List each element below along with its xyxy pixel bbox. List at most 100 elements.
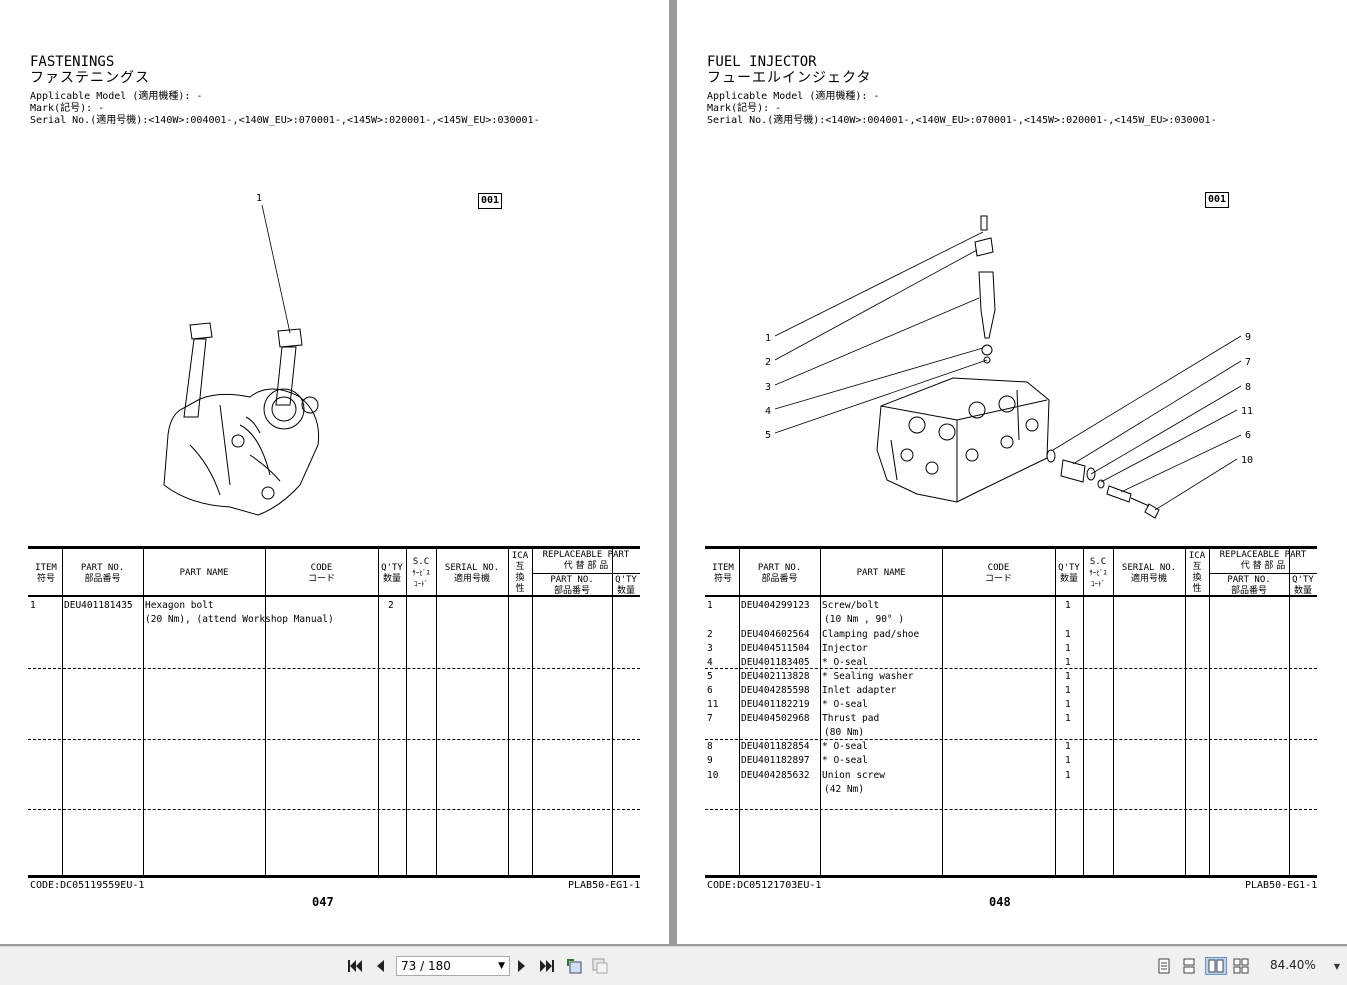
row-item: 6: [707, 685, 713, 696]
th-replaceable: REPLACEABLE PART: [542, 550, 630, 560]
row-qty: 2: [388, 600, 394, 611]
th-partno: PART NO.: [80, 563, 125, 573]
page-number-input[interactable]: 73 / 180 ▼: [396, 956, 510, 976]
single-page-view-icon[interactable]: [1155, 957, 1173, 975]
first-page-icon[interactable]: [346, 957, 364, 975]
plab-code: PLAB50-EG1-1: [1245, 880, 1318, 891]
th-code-jp: コード: [307, 574, 335, 584]
fastenings-drawing: 1: [163, 193, 320, 516]
row-part-name: * Sealing washer: [822, 671, 914, 682]
mark: Mark(記号): -: [707, 103, 782, 114]
th-qty-jp: 数量: [1059, 574, 1078, 584]
chevron-down-icon[interactable]: ▼: [498, 961, 505, 971]
page-indicator: 73 / 180: [401, 959, 451, 973]
row-part-no[interactable]: DEU404299123: [741, 600, 810, 611]
row-part-no[interactable]: DEU402113828: [741, 671, 810, 682]
row-part-name: Inlet adapter: [822, 685, 897, 696]
page-header: FASTENINGS ファステニングス Applicable Model (適用…: [30, 54, 540, 127]
th-partno-jp: 部品番号: [761, 574, 798, 584]
row-note: (80 Nm): [824, 727, 865, 738]
zoom-level[interactable]: 84.40%: [1270, 958, 1316, 972]
row-part-no[interactable]: DEU401183405: [741, 657, 810, 668]
section-title-jp: ファステニングス: [30, 70, 150, 86]
next-page-icon[interactable]: [513, 957, 531, 975]
two-page-continuous-icon[interactable]: [1232, 957, 1250, 975]
last-page-icon[interactable]: [538, 957, 556, 975]
row-qty: 1: [1065, 643, 1071, 654]
row-qty: 1: [1065, 657, 1071, 668]
row-part-no[interactable]: DEU404602564: [741, 629, 810, 640]
row-part-name: Hexagon bolt: [145, 600, 214, 611]
callout-2: 2: [765, 357, 771, 368]
th-repl-partno-jp: 部品番号: [1230, 586, 1267, 596]
th-ica-jp1: 互: [515, 562, 525, 572]
callout-1: 1: [256, 193, 262, 204]
row-part-no[interactable]: DEU401182219: [741, 699, 810, 710]
th-code: CODE: [987, 563, 1010, 573]
row-part-name: Injector: [822, 643, 868, 654]
row-item: 5: [707, 671, 713, 682]
table-header: [705, 549, 1317, 597]
row-item: 1: [707, 600, 713, 611]
th-ica-jp3: 性: [1192, 584, 1202, 594]
th-serial: SERIAL NO.: [1121, 563, 1177, 573]
fuel-injector-drawing: 1 2 3 4 5 9 7 8 11 6 10: [765, 215, 1253, 519]
parts-table: ITEM 符号 PART NO. 部品番号 PART NAME CODE コード…: [28, 546, 640, 878]
th-ica-jp3: 性: [515, 584, 525, 594]
row-qty: 1: [1065, 741, 1071, 752]
th-ica: ICA: [1188, 551, 1206, 561]
th-ica-jp2: 換: [1192, 573, 1202, 583]
row-item: 11: [707, 699, 719, 710]
row-item: 2: [707, 629, 713, 640]
row-qty: 1: [1065, 699, 1071, 710]
th-code-jp: コード: [984, 574, 1012, 584]
previous-page-icon[interactable]: [371, 957, 389, 975]
parts-table: ITEM 符号 PART NO. 部品番号 PART NAME CODE コード…: [705, 546, 1317, 878]
document-viewport[interactable]: FASTENINGS ファステニングス Applicable Model (適用…: [0, 0, 1347, 946]
th-replaceable-jp: 代 替 部 品: [563, 561, 609, 571]
th-repl-qty-jp: 数量: [1293, 586, 1312, 596]
th-sc-jp2: ｺｰﾄﾞ: [414, 580, 428, 588]
row-part-no[interactable]: DEU404511504: [741, 643, 810, 654]
page-047: FASTENINGS ファステニングス Applicable Model (適用…: [0, 0, 669, 944]
section-title: FUEL INJECTOR: [707, 54, 817, 70]
row-item: 7: [707, 713, 713, 724]
th-item-jp: 符号: [36, 574, 55, 584]
doc-code: CODE:DC05119559EU-1: [30, 880, 145, 891]
row-part-no[interactable]: DEU404502968: [741, 713, 810, 724]
figure-id-badge: 001: [478, 193, 503, 209]
row-part-name: Screw/bolt: [822, 600, 880, 611]
page-number: 047: [312, 895, 334, 909]
zoom-dropdown-icon[interactable]: ▼: [1333, 961, 1341, 971]
next-view-icon[interactable]: [591, 957, 609, 975]
th-ica: ICA: [511, 551, 529, 561]
th-qty-jp: 数量: [382, 574, 401, 584]
callout-8: 8: [1245, 382, 1251, 393]
row-part-name: Thrust pad: [822, 713, 880, 724]
two-page-view-icon[interactable]: [1205, 957, 1227, 975]
page-header: FUEL INJECTOR フューエルインジェクタ Applicable Mod…: [707, 54, 1217, 127]
row-part-no[interactable]: DEU404285598: [741, 685, 810, 696]
row-part-name: * O-seal: [822, 741, 868, 752]
th-repl-partno-jp: 部品番号: [553, 586, 590, 596]
row-part-name: Union screw: [822, 770, 885, 781]
row-part-no[interactable]: DEU404285632: [741, 770, 810, 781]
th-sc-jp1: ｻｰﾋﾞｽ: [412, 569, 430, 577]
row-part-no[interactable]: DEU401181435: [64, 600, 133, 611]
row-item: 10: [707, 770, 719, 781]
row-qty: 1: [1065, 671, 1071, 682]
row-item: 3: [707, 643, 713, 654]
applicable-model: Applicable Model (適用機種): -: [30, 91, 203, 102]
th-serial-jp: 適用号機: [453, 574, 490, 584]
previous-view-icon[interactable]: [565, 957, 583, 975]
section-title: FASTENINGS: [30, 54, 115, 70]
row-part-no[interactable]: DEU401182897: [741, 755, 810, 766]
row-part-no[interactable]: DEU401182854: [741, 741, 810, 752]
continuous-view-icon[interactable]: [1180, 957, 1198, 975]
row-qty: 1: [1065, 713, 1071, 724]
row-item: 9: [707, 755, 713, 766]
applicable-model: Applicable Model (適用機種): -: [707, 91, 880, 102]
th-repl-qty: Q'TY: [1292, 575, 1314, 585]
th-partno: PART NO.: [757, 563, 802, 573]
th-code: CODE: [310, 563, 333, 573]
